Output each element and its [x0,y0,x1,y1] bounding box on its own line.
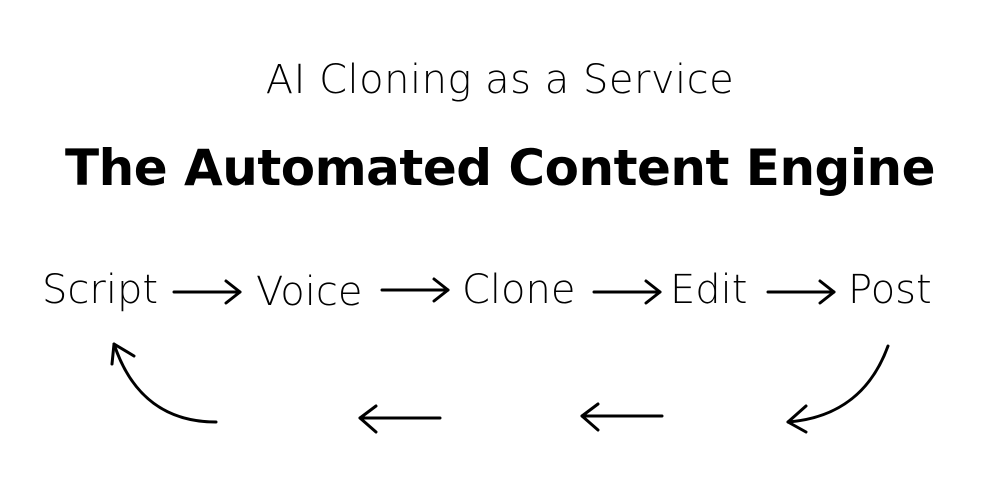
step-post: Post [848,267,932,313]
step-script: Script [42,267,159,313]
curved-arrow-down-icon [786,344,890,434]
arrow-right-icon [380,277,450,303]
arrow-right-icon [172,279,242,305]
step-clone: Clone [462,267,576,313]
diagram-title: The Automated Content Engine [65,139,935,197]
arrow-right-icon [766,279,836,305]
arrow-left-icon [580,402,664,432]
curved-arrow-up-icon [110,342,218,424]
arrow-right-icon [592,279,662,305]
arrow-left-icon [358,404,442,434]
step-voice: Voice [256,269,363,315]
step-edit: Edit [670,267,748,313]
diagram-subtitle: AI Cloning as a Service [265,57,735,103]
